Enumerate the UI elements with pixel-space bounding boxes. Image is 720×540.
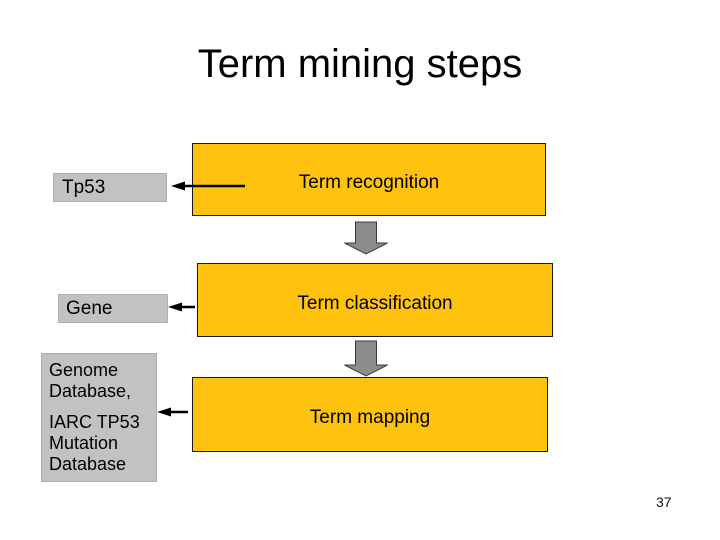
step-label: Term classification (297, 292, 453, 314)
output-box-gene: Gene (58, 294, 168, 323)
down-arrow-icon (344, 221, 388, 255)
step-box-term-classification: Term classification (197, 263, 553, 337)
output-label-line: Genome Database, (49, 360, 132, 401)
output-box-tp53: Tp53 (53, 173, 167, 202)
output-label-line: IARC TP53 Mutation Database (49, 412, 140, 474)
slide-title: Term mining steps (197, 42, 523, 86)
output-label: Gene (66, 297, 113, 319)
step-label: Term mapping (309, 407, 431, 428)
output-box-databases: Genome Database, IARC TP53 Mutation Data… (41, 353, 157, 482)
step-box-term-mapping: Term mapping (192, 377, 548, 452)
step-box-term-recognition: Term recognition (192, 143, 546, 216)
left-connector-arrow-icon (157, 407, 188, 417)
output-label: Tp53 (62, 176, 106, 198)
step-label: Term recognition (298, 172, 440, 193)
left-connector-arrow-icon (168, 302, 195, 312)
down-arrow-icon (344, 340, 388, 377)
page-number: 37 (656, 494, 672, 510)
